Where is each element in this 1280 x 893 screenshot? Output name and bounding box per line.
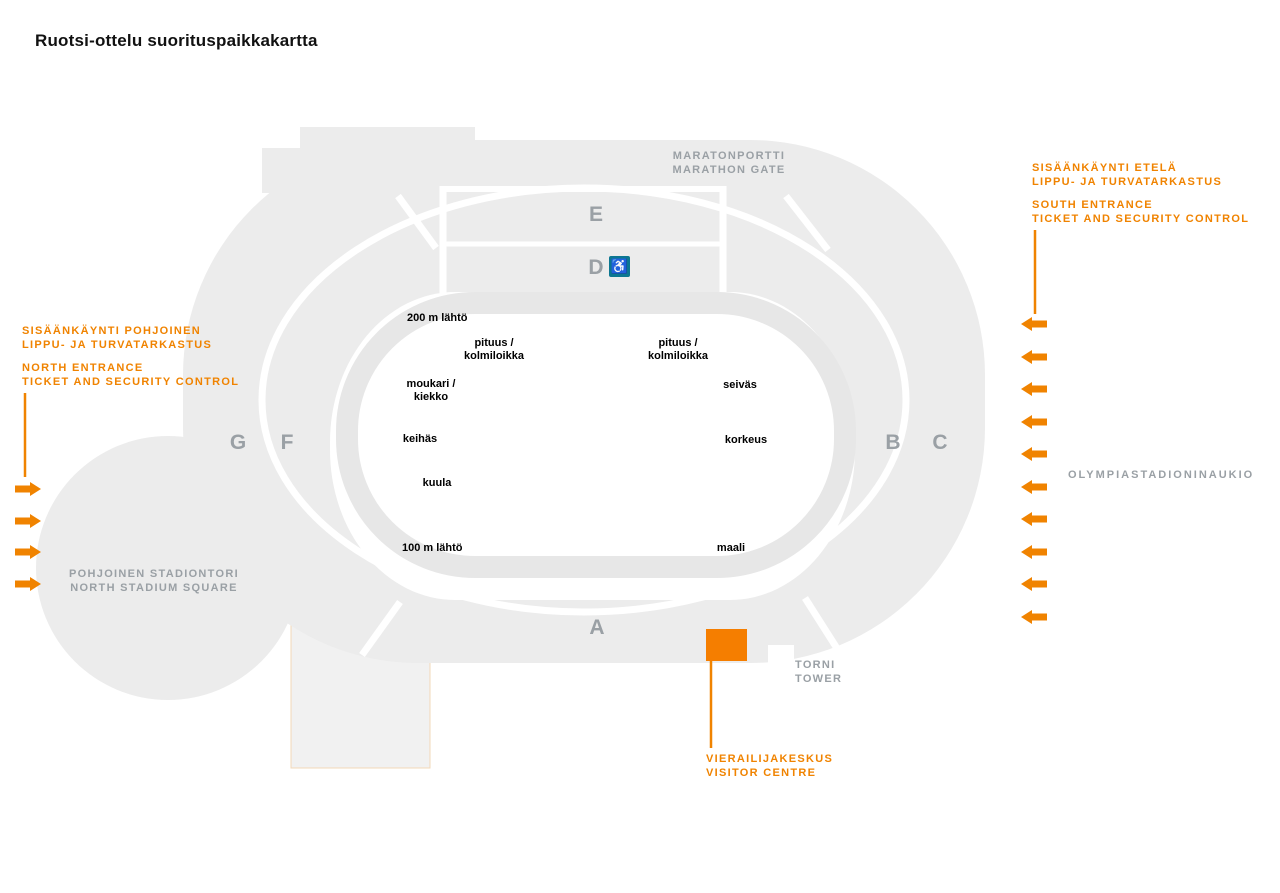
high-jump-label: korkeus <box>724 434 768 446</box>
north-entrance-label-en: NORTH ENTRANCE TICKET AND SECURITY CONTR… <box>22 362 240 388</box>
tower-label: TORNI TOWER <box>795 659 843 685</box>
entrance-arrow-icon <box>1021 512 1047 526</box>
pole-vault-label: seiväs <box>723 379 757 391</box>
entrance-arrow-icon <box>1021 610 1047 624</box>
entrance-arrow-icon <box>1021 480 1047 494</box>
map-title: Ruotsi-ottelu suorituspaikkakartta <box>35 31 318 50</box>
section-dividers <box>258 184 910 663</box>
marathon-gate-label: MARATONPORTTI MARATHON GATE <box>672 150 786 176</box>
hammer-discus-label: moukari / kiekko <box>406 378 456 403</box>
entrance-arrow-icon <box>1021 350 1047 364</box>
stand-g-label: G <box>229 431 247 454</box>
entrance-arrow-icon <box>1021 382 1047 396</box>
wayfinding <box>15 230 1047 748</box>
stand-c-label: C <box>932 431 948 454</box>
long-triple-west-label: pituus / kolmiloikka <box>464 337 524 362</box>
divider-nw <box>395 193 439 251</box>
divider-ne <box>783 193 831 253</box>
running-track <box>336 292 856 578</box>
north-entrance-label-fi: SISÄÄNKÄYNTI POHJOINEN LIPPU- JA TURVATA… <box>22 325 213 351</box>
south-entrance-label-fi: SISÄÄNKÄYNTI ETELÄ LIPPU- JA TURVATARKAS… <box>1032 162 1223 188</box>
stand-a-label: A <box>589 616 605 639</box>
start-100m-label: 100 m lähtö <box>402 542 463 554</box>
divider-se <box>802 596 848 663</box>
divider-sw <box>359 599 403 658</box>
entrance-arrow-icon <box>1021 317 1047 331</box>
visitor-centre-marker <box>706 629 747 661</box>
entrance-arrow-icon <box>1021 545 1047 559</box>
entrance-arrow-icon <box>1021 415 1047 429</box>
entrance-arrow-icon <box>15 514 41 528</box>
javelin-label: keihäs <box>402 433 438 445</box>
north-stadium-square-label: POHJOINEN STADIONTORI NORTH STADIUM SQUA… <box>69 568 239 594</box>
infield <box>330 292 855 600</box>
tower-notch <box>768 645 794 671</box>
long-triple-east-label: pituus / kolmiloikka <box>648 337 708 362</box>
entrance-arrow-icon <box>1021 447 1047 461</box>
finish-label: maali <box>716 542 746 554</box>
start-200m-label: 200 m lähtö <box>407 312 468 324</box>
stand-f-label: F <box>280 431 294 454</box>
entrance-arrow-icon <box>1021 577 1047 591</box>
stand-d-label: D <box>588 256 604 279</box>
visitor-centre-label: VIERAILIJAKESKUS VISITOR CENTRE <box>706 753 834 779</box>
south-entrance-label-en: SOUTH ENTRANCE TICKET AND SECURITY CONTR… <box>1032 199 1250 225</box>
south-entrance-arrows <box>1021 317 1047 624</box>
shot-put-label: kuula <box>422 477 452 489</box>
entrance-arrow-icon <box>15 482 41 496</box>
stand-e-label: E <box>588 203 604 226</box>
wheelchair-accessible-icon: ♿ <box>609 256 630 277</box>
stand-b-label: B <box>885 431 901 454</box>
olympia-square-label: OLYMPIASTADIONINAUKIO <box>1068 469 1255 481</box>
